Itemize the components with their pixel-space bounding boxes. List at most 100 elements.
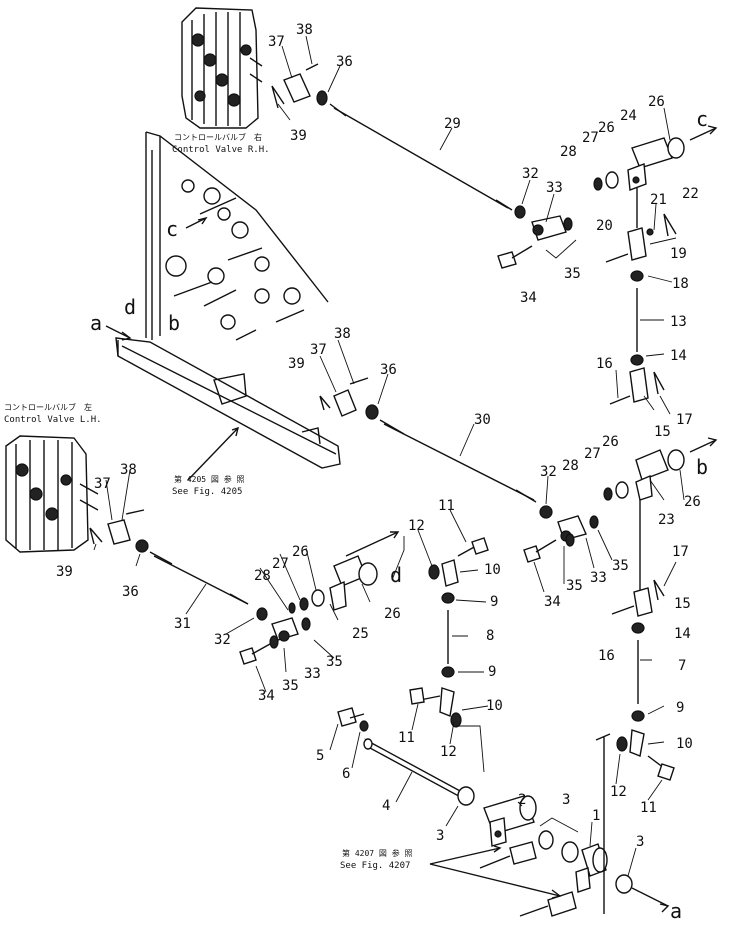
callout-33: 33: [304, 666, 321, 682]
bushing-3-c: [615, 874, 633, 894]
bracket-frame: [115, 131, 341, 469]
callout-9: 9: [488, 664, 496, 680]
callout-38: 38: [334, 326, 351, 342]
callout-28: 28: [560, 144, 577, 160]
callout-35: 35: [566, 578, 583, 594]
callout-15: 15: [674, 596, 691, 612]
callout-12: 12: [440, 744, 457, 760]
leader-lines: [93, 35, 685, 877]
callout-35: 35: [612, 558, 629, 574]
callout-3: 3: [636, 834, 644, 850]
callout-27: 27: [584, 446, 601, 462]
nut-9-a: [441, 592, 455, 604]
callout-2: 2: [518, 792, 526, 808]
callout-28: 28: [254, 568, 271, 584]
callout-17: 17: [676, 412, 693, 428]
callout-11: 11: [398, 730, 415, 746]
letter-a-bottom: a: [670, 899, 682, 923]
callout-30: 30: [474, 412, 491, 428]
callout-28: 28: [562, 458, 579, 474]
callout-14: 14: [674, 626, 691, 642]
note-valve-lh-jp: コントロールバルブ 左: [4, 402, 92, 412]
locknut-36-b: [365, 404, 379, 420]
callout-39: 39: [288, 356, 305, 372]
callout-3: 3: [562, 792, 570, 808]
letter-a-frame: a: [90, 311, 102, 335]
callout-5: 5: [316, 748, 324, 764]
nut-14-a: [630, 354, 644, 366]
callout-34: 34: [544, 594, 561, 610]
callout-39: 39: [56, 564, 73, 580]
callout-4: 4: [382, 798, 390, 814]
callout-13: 13: [670, 314, 687, 330]
callout-16: 16: [598, 648, 615, 664]
clevis-37-mid: [319, 377, 369, 417]
callout-32: 32: [540, 464, 557, 480]
callout-33: 33: [546, 180, 563, 196]
callout-36: 36: [336, 54, 353, 70]
note-fig4207: See Fig. 4207: [340, 861, 410, 871]
callout-27: 27: [272, 556, 289, 572]
callout-10: 10: [676, 736, 693, 752]
locknut-32-c: [256, 607, 268, 621]
control-valve-rh: [181, 7, 263, 129]
cable-4207: [479, 841, 577, 917]
lever-24: [593, 137, 685, 191]
callout-12: 12: [610, 784, 627, 800]
callout-26: 26: [598, 120, 615, 136]
callout-labels: 38 37 36 39 29 32 33 34 35 28 27 26 24 2…: [56, 22, 701, 850]
callout-27: 27: [582, 130, 599, 146]
callout-19: 19: [670, 246, 687, 262]
clevis-19: [605, 213, 677, 263]
nut-18: [630, 270, 644, 282]
ball-joint-33-b: [557, 515, 599, 542]
rod-end-10-b: [409, 687, 462, 728]
callout-26: 26: [648, 94, 665, 110]
letter-d-frame: d: [124, 295, 136, 319]
locknut-36-rh: [316, 90, 328, 106]
callout-11: 11: [438, 498, 455, 514]
letter-c-frame: c: [166, 217, 178, 241]
callout-39: 39: [290, 128, 307, 144]
callout-37: 37: [310, 342, 327, 358]
callout-23: 23: [658, 512, 675, 528]
callout-21: 21: [650, 192, 667, 208]
lever-23: [603, 449, 685, 501]
reference-notes: コントロールバルブ 右 Control Valve R.H. コントロールバルブ…: [4, 132, 413, 871]
callout-6: 6: [342, 766, 350, 782]
callout-35: 35: [282, 678, 299, 694]
callout-35: 35: [564, 266, 581, 282]
rod-end-10-a: [428, 537, 489, 587]
callout-11: 11: [640, 800, 657, 816]
letter-d-mid: d: [390, 563, 402, 587]
callout-8: 8: [486, 628, 494, 644]
callout-38: 38: [120, 462, 137, 478]
callout-35: 35: [326, 654, 343, 670]
bushing-3-a: [457, 786, 475, 806]
callout-33: 33: [590, 570, 607, 586]
rod-30: [379, 419, 537, 503]
note-fig4205-jp: 第 4205 図 参 照: [174, 474, 245, 484]
clevis-15-a: [609, 367, 665, 405]
clevis-15-b: [611, 579, 665, 617]
callout-15: 15: [654, 424, 671, 440]
nut-9-c: [631, 710, 645, 722]
callout-26: 26: [292, 544, 309, 560]
callout-26: 26: [684, 494, 701, 510]
nut-14-b: [631, 622, 645, 634]
lever-2: [483, 795, 537, 847]
callout-17: 17: [672, 544, 689, 560]
callout-24: 24: [620, 108, 637, 124]
callout-1: 1: [592, 808, 600, 824]
callout-36: 36: [380, 362, 397, 378]
callout-9: 9: [676, 700, 684, 716]
callout-38: 38: [296, 22, 313, 38]
callout-22: 22: [682, 186, 699, 202]
bolt-34-a-head: [497, 251, 517, 269]
callout-32: 32: [214, 632, 231, 648]
locknut-32-a: [514, 205, 526, 219]
callout-37: 37: [94, 476, 111, 492]
callout-16: 16: [596, 356, 613, 372]
callout-10: 10: [484, 562, 501, 578]
